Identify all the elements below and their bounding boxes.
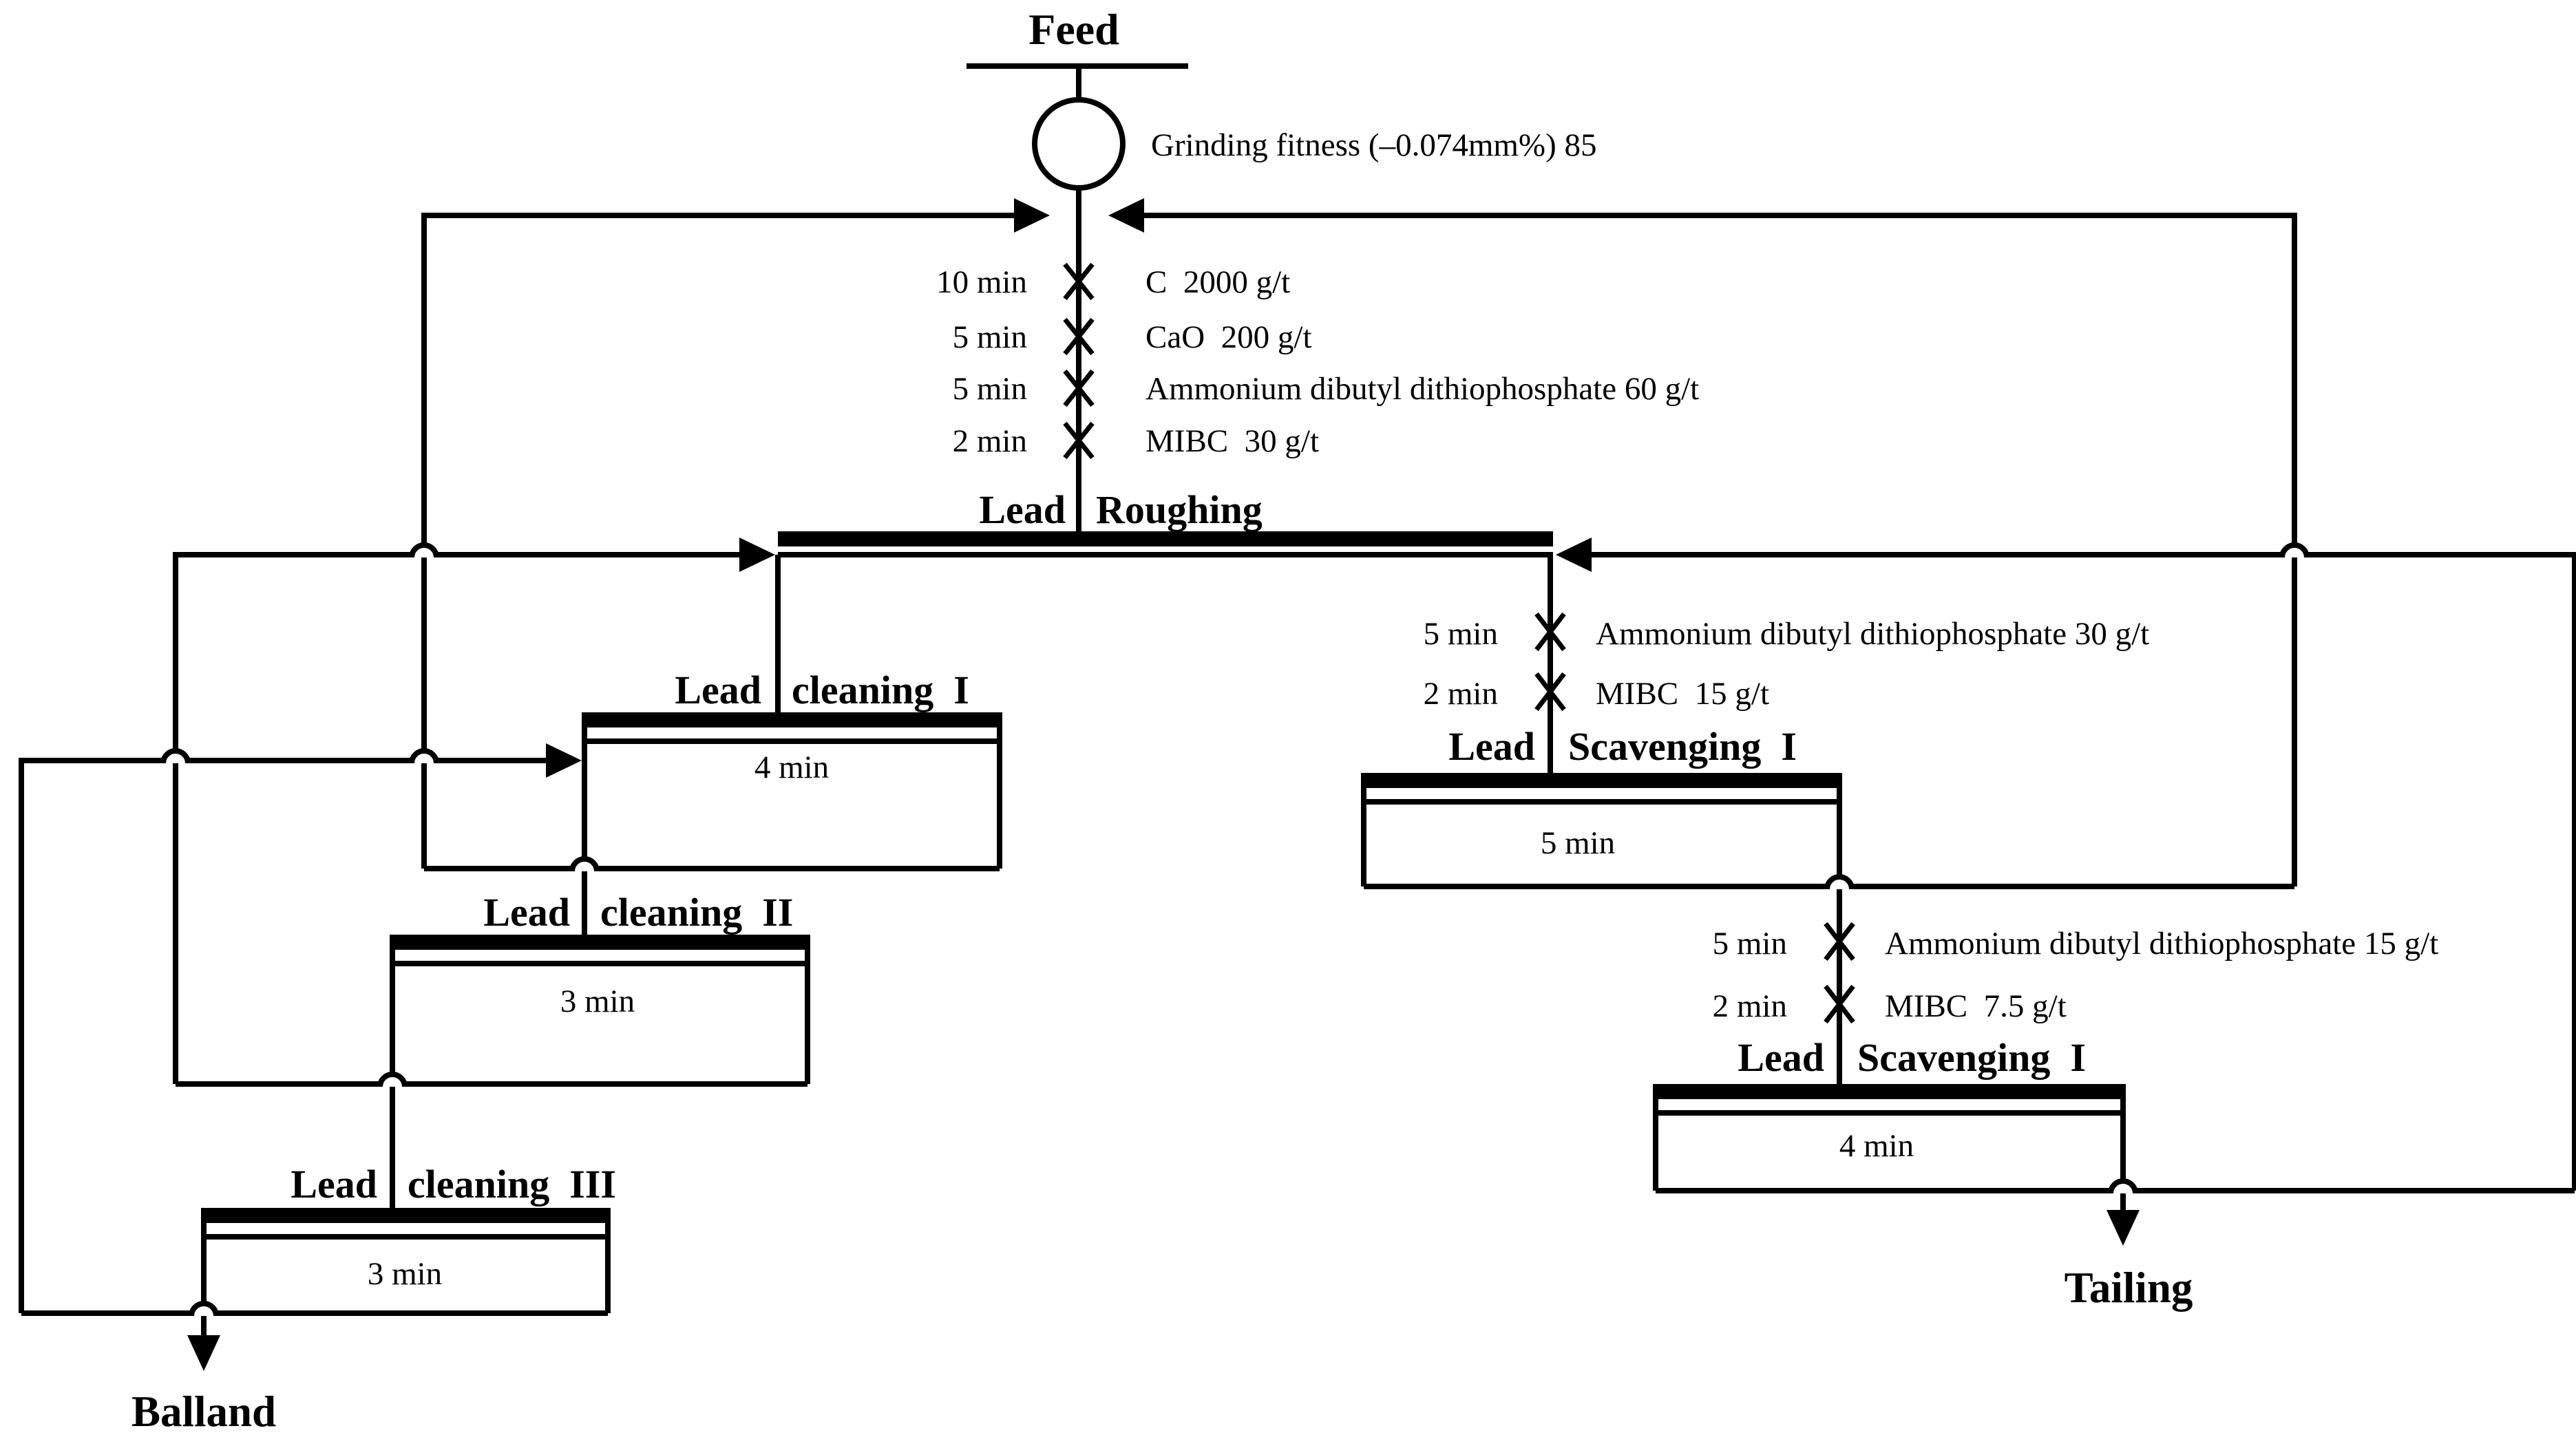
conditioning-time: 10 min — [936, 264, 1027, 300]
grinding-note: Grinding fitness (–0.074mm%) 85 — [1151, 127, 1597, 163]
hop-icon — [2108, 1178, 2138, 1194]
cell-label-left: Lead — [1738, 1035, 1824, 1080]
concentrate-output-label: Balland — [131, 1388, 276, 1435]
hop-icon — [409, 748, 439, 764]
cell-roughing — [775, 531, 1553, 773]
cell-label-left: Lead — [1448, 724, 1535, 769]
conditioning-reagent: MIBC 7.5 g/t — [1885, 988, 2067, 1024]
cell-label-left: Lead — [291, 1162, 377, 1207]
conditioning-time: 2 min — [1424, 676, 1498, 712]
conditioning-time: 5 min — [1424, 616, 1498, 652]
conditioning-reagent: MIBC 30 g/t — [1146, 423, 1319, 459]
conditioning-reagent: Ammonium dibutyl dithiophosphate 15 g/t — [1885, 926, 2438, 961]
arrowhead-to-tailing-icon — [2107, 1210, 2140, 1246]
cell-cleaning1 — [424, 712, 1002, 935]
roughing-bar — [778, 531, 1553, 546]
tailing-output-label: Tailing — [2065, 1264, 2193, 1312]
feed-label: Feed — [1028, 5, 1119, 54]
head-conditioning-crosses — [1063, 262, 1095, 460]
conditioning-time: 2 min — [953, 423, 1027, 459]
hop-icon — [2279, 542, 2310, 558]
hop-icon — [409, 542, 439, 558]
reagent-cross-icon — [1534, 672, 1566, 712]
reagent-cross-icon — [1534, 612, 1566, 652]
arrowhead-into-roughing-left-icon — [739, 538, 775, 572]
cleaning2-label: Lead cleaning II — [483, 890, 793, 935]
hop-icon — [377, 1072, 408, 1087]
reagent-cross-icon — [1063, 317, 1095, 356]
head-conditioning-text: 10 min C 2000 g/t 5 min CaO 200 g/t 5 mi… — [936, 264, 1699, 459]
cell-scavenging2 — [1653, 1084, 2575, 1246]
cleaning2-tailing-return — [173, 538, 775, 1084]
reagent-cross-icon — [1824, 922, 1855, 961]
conditioning-reagent: MIBC 15 g/t — [1596, 676, 1769, 712]
hop-icon — [1824, 874, 1855, 890]
scavenging1-bar — [1361, 773, 1842, 788]
arrowhead-into-feed-right-icon — [1108, 198, 1144, 233]
hop-icon — [569, 856, 600, 872]
cleaning2-bar — [390, 935, 810, 950]
cell-label-left: Lead — [979, 487, 1066, 532]
cleaning3-label: Lead cleaning III — [291, 1162, 616, 1207]
cleaning3-time: 3 min — [368, 1256, 442, 1292]
scavenging2-time: 4 min — [1839, 1128, 1914, 1164]
cleaning3-bar — [201, 1208, 611, 1223]
arrowhead-into-roughing-right-icon — [1556, 538, 1592, 572]
cleaning1-time: 4 min — [754, 750, 829, 785]
conditioning-time: 5 min — [1713, 926, 1787, 961]
scavenging2-conditioning-crosses — [1824, 922, 1855, 1024]
scavenging1-label: Lead Scavenging I — [1448, 724, 1797, 769]
cleaning2-time: 3 min — [560, 984, 635, 1019]
scavenging1-conditioning-text: 5 min Ammonium dibutyl dithiophosphate 3… — [1424, 616, 2150, 712]
conditioning-time: 2 min — [1713, 988, 1787, 1024]
cleaning1-label: Lead cleaning I — [675, 668, 969, 712]
hop-icon — [160, 748, 191, 764]
roughing-label: Lead Roughing — [979, 487, 1262, 532]
cell-cleaning2 — [176, 935, 810, 1208]
conditioning-reagent: Ammonium dibutyl dithiophosphate 60 g/t — [1146, 371, 1699, 407]
cell-label-right: Roughing — [1096, 487, 1263, 532]
cell-label-left: Lead — [483, 890, 570, 935]
line-crossing-hops — [160, 542, 2310, 1317]
scavenging1-time: 5 min — [1541, 825, 1615, 861]
cleaning1-bar — [582, 712, 1002, 727]
reagent-cross-icon — [1824, 984, 1855, 1024]
conditioning-reagent: Ammonium dibutyl dithiophosphate 30 g/t — [1596, 616, 2149, 652]
arrowhead-to-balland-icon — [187, 1335, 220, 1371]
conditioning-reagent: C 2000 g/t — [1146, 264, 1290, 300]
scavenging2-concentrate-return — [1556, 538, 2576, 1191]
scavenging2-conditioning-text: 5 min Ammonium dibutyl dithiophosphate 1… — [1713, 926, 2439, 1024]
cell-cleaning3 — [21, 1208, 611, 1371]
grinding-mill-circle — [1032, 97, 1126, 191]
cell-label-right: Scavenging I — [1568, 724, 1797, 769]
arrowhead-into-cleaning1-icon — [546, 743, 582, 778]
cell-label-left: Lead — [675, 668, 761, 712]
reagent-cross-icon — [1063, 369, 1095, 407]
scavenging2-bar — [1653, 1084, 2126, 1099]
reagent-cross-icon — [1063, 421, 1095, 460]
cell-label-right: cleaning III — [408, 1162, 616, 1207]
cell-label-right: cleaning I — [792, 668, 969, 712]
conditioning-reagent: CaO 200 g/t — [1146, 319, 1312, 355]
scavenging2-label: Lead Scavenging I — [1738, 1035, 2086, 1080]
arrowhead-into-feed-left-icon — [1014, 198, 1050, 233]
cell-label-right: cleaning II — [600, 890, 793, 935]
conditioning-time: 5 min — [953, 371, 1027, 407]
cell-label-right: Scavenging I — [1857, 1035, 2086, 1080]
cleaning3-tailing-return — [19, 743, 582, 1313]
hop-icon — [189, 1301, 219, 1317]
reagent-cross-icon — [1063, 262, 1095, 301]
scavenging1-conditioning-crosses — [1534, 612, 1566, 712]
conditioning-time: 5 min — [953, 319, 1027, 355]
